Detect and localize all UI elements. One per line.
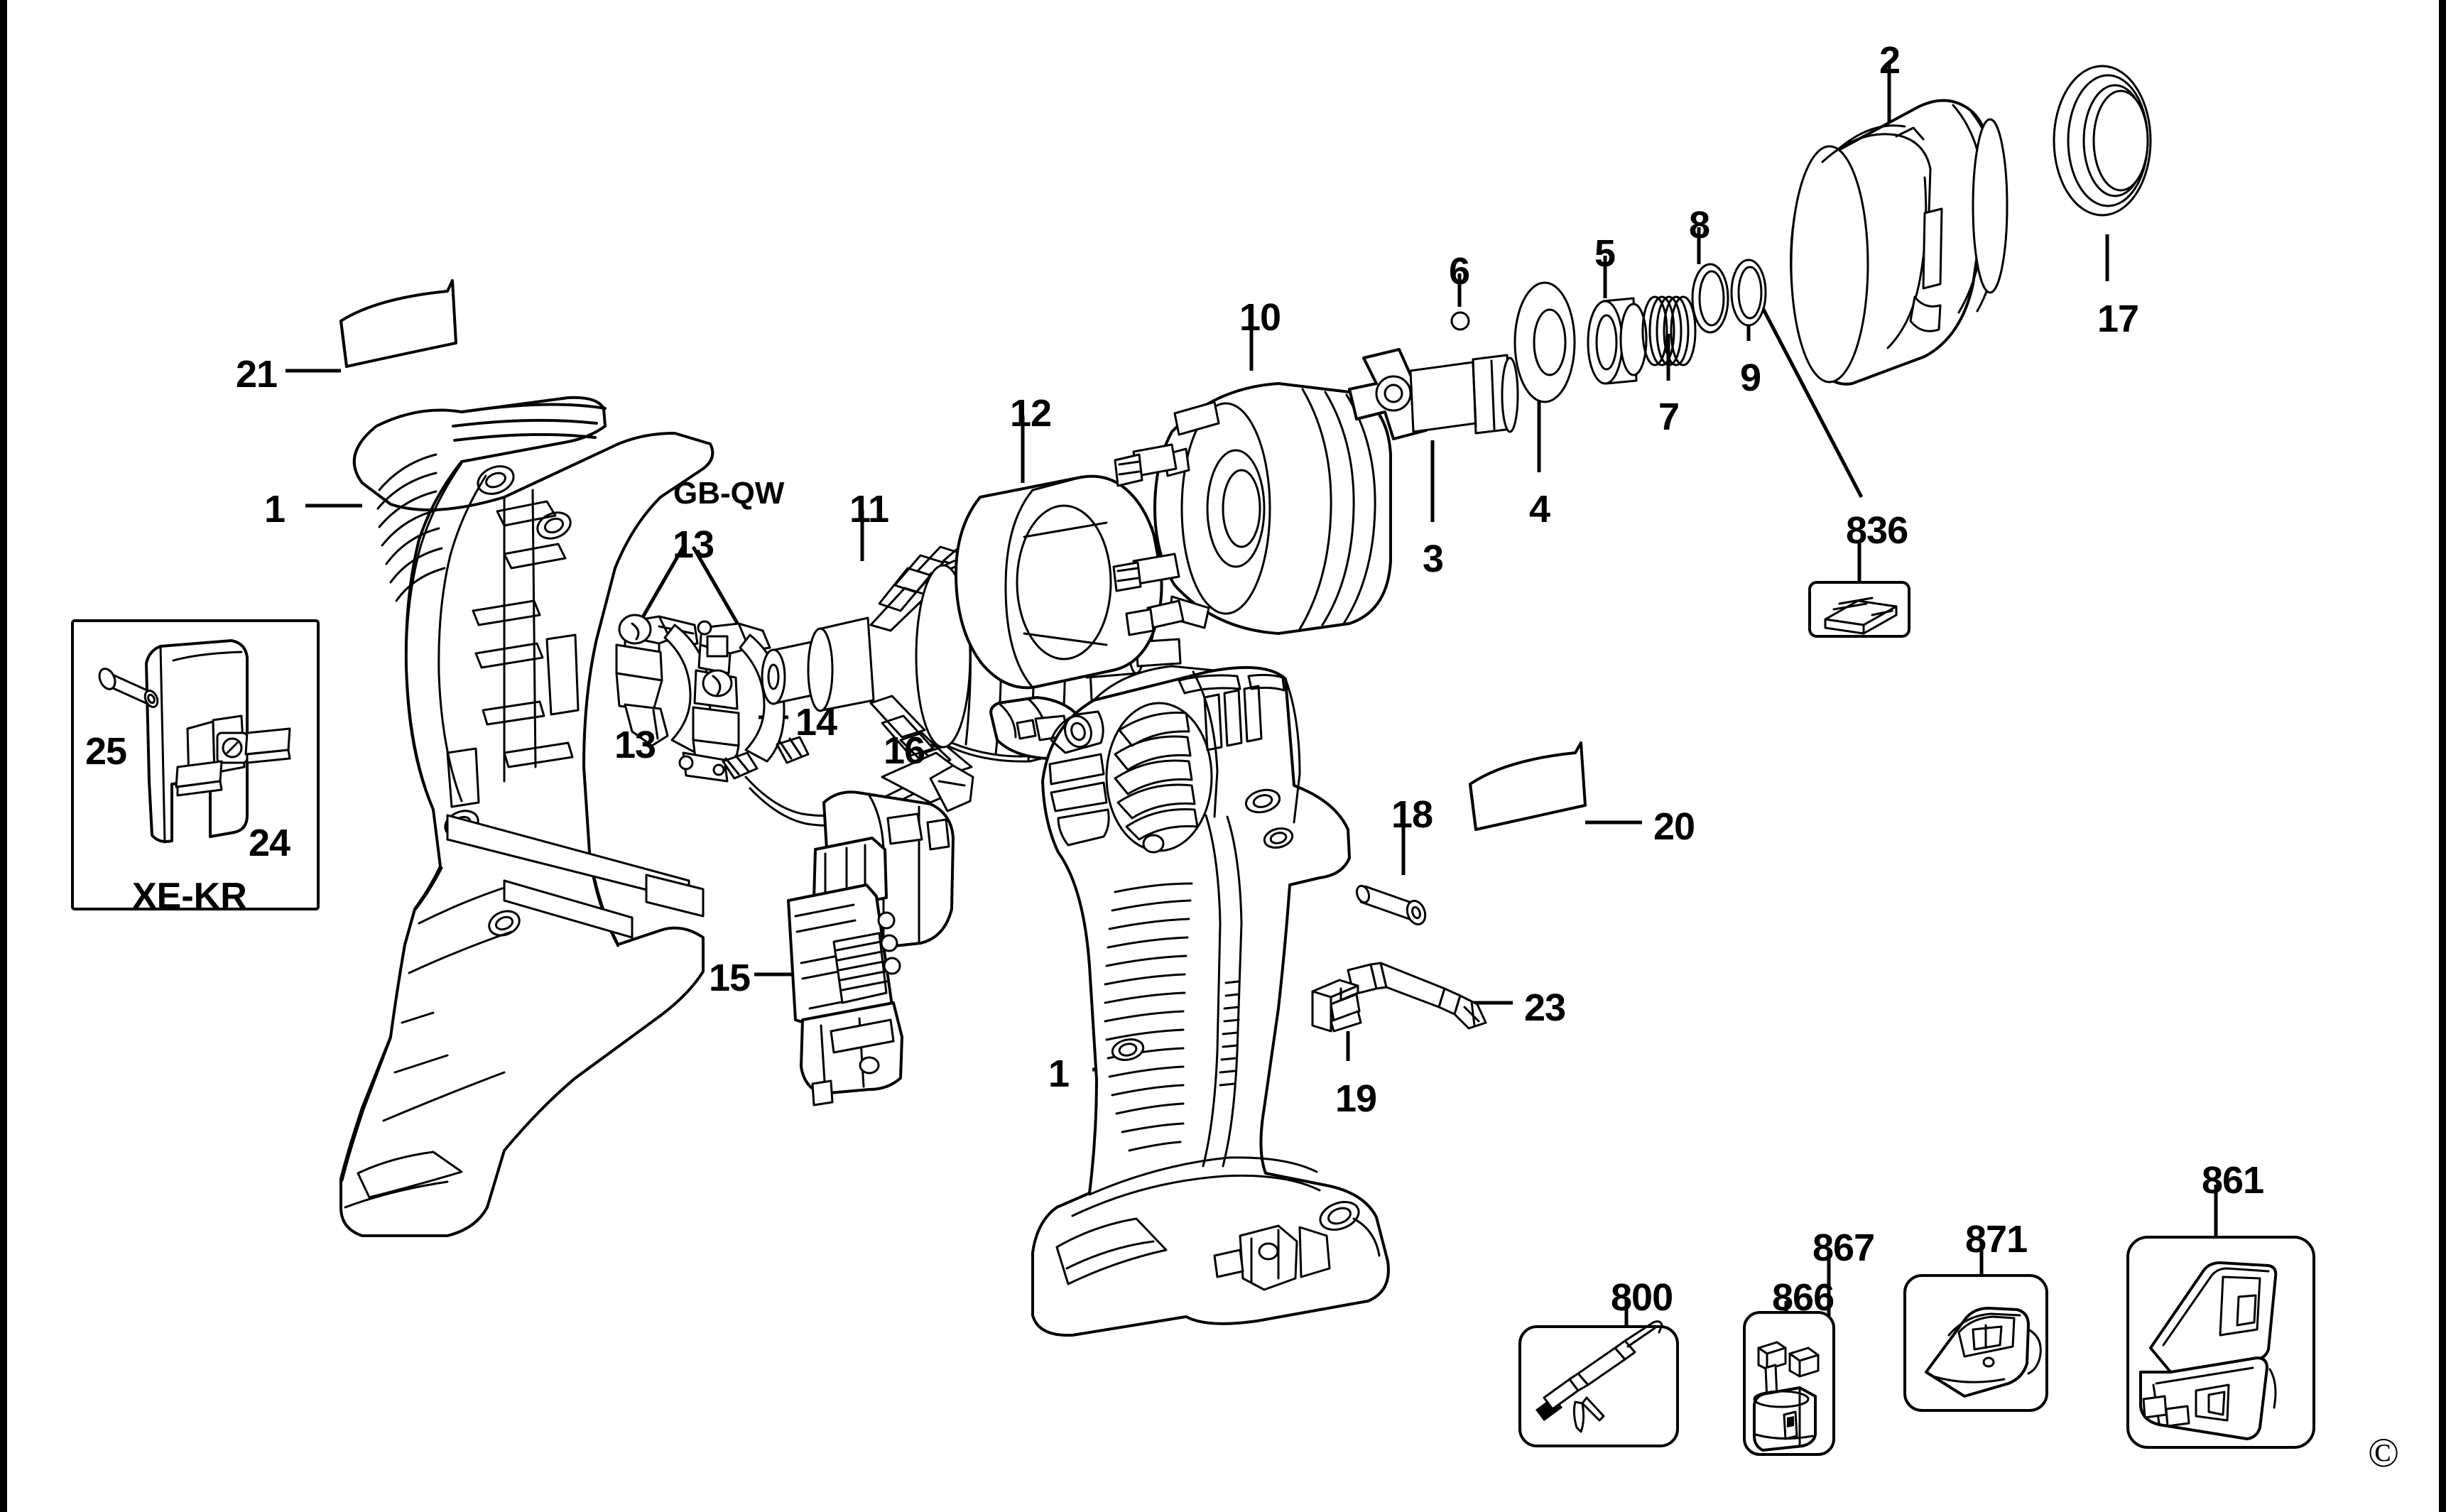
part-4-washer (1513, 281, 1576, 403)
box-800-grease-gun (1518, 1320, 1679, 1447)
box-871-charger (1903, 1274, 2048, 1412)
callout-18: 18 (1391, 793, 1433, 836)
callout-1-left: 1 (264, 488, 286, 531)
part-1-housing-half-left (339, 396, 714, 1237)
part-6-steel-ball (1450, 311, 1470, 331)
callout-1-right: 1 (1048, 1053, 1070, 1095)
part-17-rubber-boot-ring (2053, 65, 2152, 217)
box-861-carrying-case (2126, 1236, 2315, 1449)
part-20-warning-label (1469, 741, 1587, 831)
callout-4: 4 (1529, 488, 1550, 531)
box-866-battery-pack (1743, 1311, 1835, 1456)
part-10-gearbox-assembly (1112, 382, 1392, 636)
callout-13-lower: 13 (614, 724, 656, 766)
callout-21: 21 (236, 353, 278, 396)
callout-3: 3 (1423, 538, 1444, 580)
callout-6: 6 (1449, 250, 1470, 293)
part-5-sleeve-collar (1587, 297, 1648, 385)
callout-25: 25 (85, 730, 127, 773)
part-2-chuck-sleeve (1790, 99, 2009, 386)
box-836-brush-set (1808, 581, 1910, 638)
callout-7: 7 (1658, 396, 1680, 438)
callout-20: 20 (1653, 805, 1695, 848)
callout-861: 861 (2202, 1159, 2264, 1202)
callout-836: 836 (1846, 509, 1908, 552)
copyright-mark: © (2368, 1430, 2400, 1476)
part-8-washer-ring (1691, 263, 1729, 334)
callout-15: 15 (709, 957, 751, 999)
part-3-spindle-anvil (1348, 348, 1519, 440)
callout-8: 8 (1689, 204, 1710, 246)
group-label-xe-kr: XE-KR (132, 876, 247, 917)
callout-24: 24 (249, 822, 290, 864)
part-15-switch-trigger-assembly (722, 736, 974, 1106)
callout-19: 19 (1335, 1077, 1377, 1120)
callout-11: 11 (849, 488, 889, 531)
part-19-bit-holder-clip (1311, 979, 1362, 1033)
part-7-compression-spring (1641, 295, 1697, 366)
part-23-screwdriver-bit (1347, 962, 1487, 1030)
part-12-gear-case-ring (955, 474, 1163, 690)
callout-866: 866 (1772, 1276, 1835, 1319)
group-label-gb-qw: GB-QW (673, 476, 785, 511)
part-9-retaining-ring (1730, 259, 1767, 327)
callout-10: 10 (1239, 296, 1281, 339)
callout-871: 871 (1965, 1218, 2028, 1261)
callout-16: 16 (884, 729, 925, 772)
callout-12: 12 (1010, 392, 1052, 435)
callout-17: 17 (2097, 298, 2139, 340)
callout-2: 2 (1879, 39, 1901, 82)
callout-23: 23 (1524, 986, 1566, 1029)
callout-13-upper: 13 (673, 523, 714, 566)
callout-867: 867 (1812, 1227, 1875, 1269)
part-21-warning-label (339, 279, 457, 368)
part-18-screw (1355, 884, 1427, 925)
inset-box-xe-kr (71, 619, 320, 910)
callout-14: 14 (795, 701, 837, 744)
callout-5: 5 (1594, 232, 1616, 275)
callout-800: 800 (1611, 1276, 1673, 1319)
part-1-housing-half-right (1031, 665, 1390, 1337)
exploded-diagram-canvas: .ln{fill:none;stroke:#000;stroke-width:4… (71, 62, 2315, 1456)
callout-9: 9 (1740, 357, 1761, 399)
